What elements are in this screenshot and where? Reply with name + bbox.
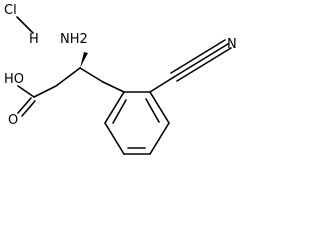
nitrile-nitrogen-label: N	[227, 37, 237, 52]
carbonyl-oxygen-label: O	[8, 113, 19, 128]
ring-inner-double-1	[145, 98, 160, 123]
chemical-structure-diagram: Cl H NH2 HO O N	[4, 3, 237, 155]
chain-bond-3	[79, 67, 104, 83]
hydroxyl-label: HO	[4, 72, 25, 87]
acid-c-o-double-bond-b	[21, 100, 36, 117]
chain-bond-4	[102, 81, 125, 93]
ring-inner-double-3	[112, 99, 127, 124]
ring-bond-3	[149, 122, 170, 155]
ring-bond-2	[149, 91, 170, 124]
amine-label: NH2	[60, 32, 88, 47]
acid-c-oh-bond	[17, 85, 35, 98]
nitrile-triple-bond-a	[173, 43, 229, 78]
chain-bond-2	[55, 67, 81, 87]
ring-to-nitrile-bond	[149, 76, 175, 93]
hcl-bond	[16, 16, 34, 34]
chlorine-label: Cl	[4, 3, 17, 18]
chain-bond-1	[33, 85, 57, 98]
nitrile-triple-bond-b	[170, 39, 226, 74]
wedge-bond-to-amine	[80, 52, 88, 68]
acid-c-o-double-bond-a	[17, 97, 32, 114]
ring-bond-6	[104, 91, 125, 124]
nitrile-triple-bond-c	[176, 47, 232, 82]
ring-bond-5	[104, 122, 125, 155]
bond-drawing	[16, 16, 232, 155]
hydrogen-label: H	[29, 32, 39, 47]
